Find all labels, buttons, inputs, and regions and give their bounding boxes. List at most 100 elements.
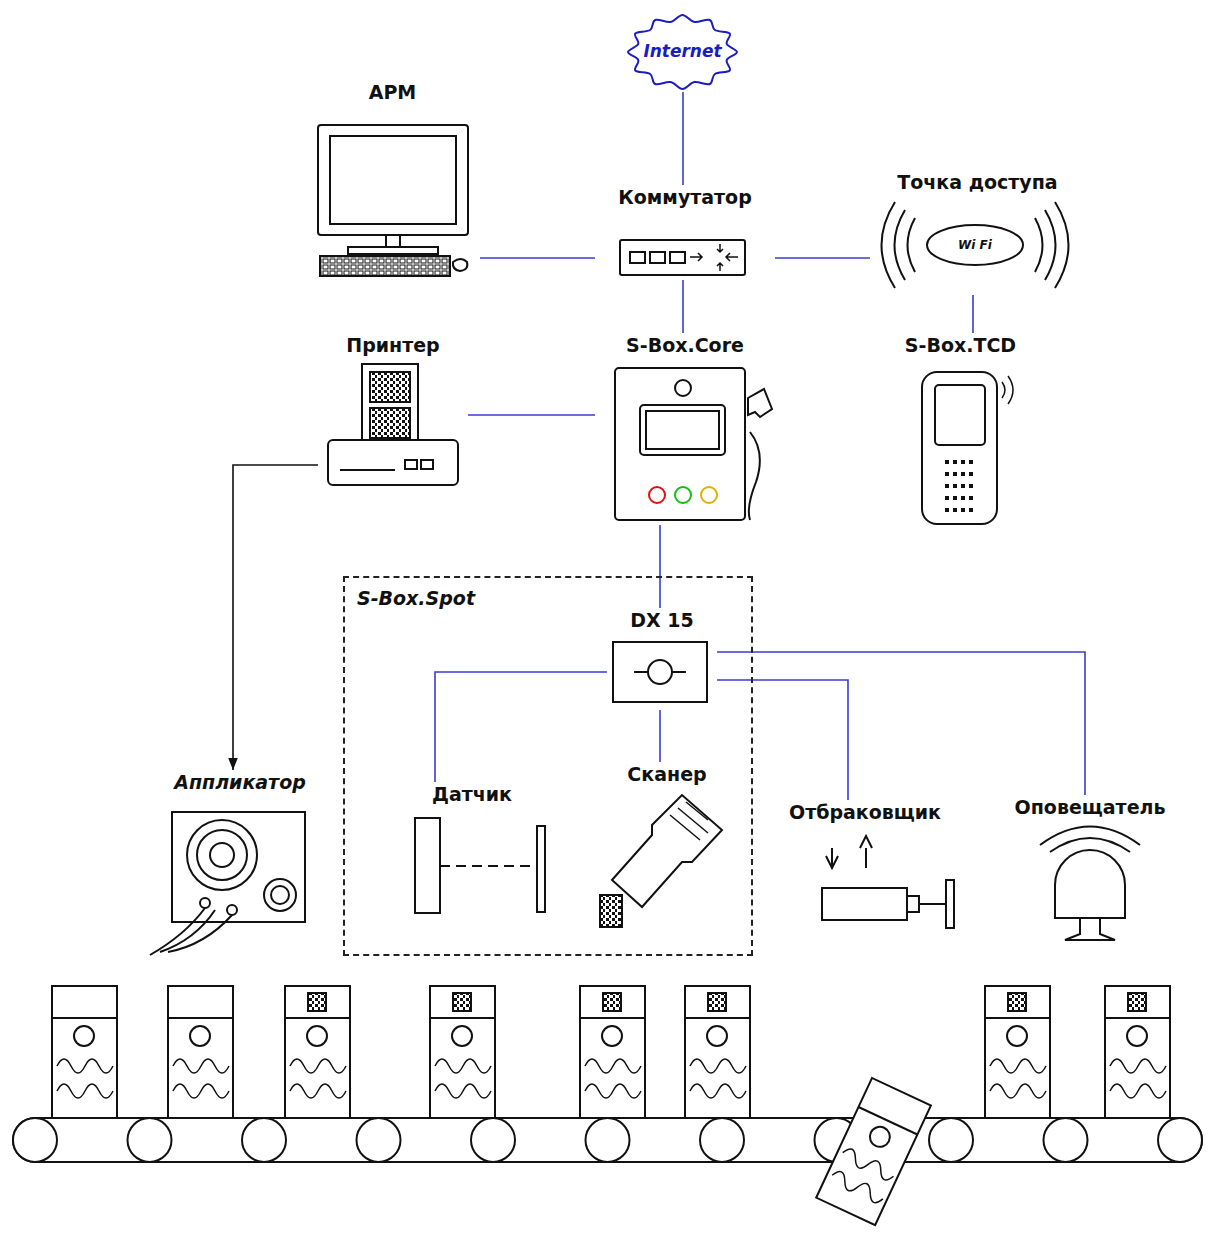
access-point-icon — [882, 202, 1069, 288]
product — [52, 986, 1170, 1225]
applicator-icon — [210, 843, 234, 867]
controller-cabinet-icon — [675, 487, 691, 503]
workstation-icon — [320, 256, 450, 276]
product — [990, 1059, 1046, 1098]
product — [435, 1059, 491, 1098]
connector — [972, 295, 974, 333]
device-label: Точка доступа — [897, 170, 1057, 194]
device-label: DX 15 — [630, 608, 693, 632]
printer-icon — [421, 460, 433, 469]
access-point-icon — [882, 202, 1069, 288]
io-module-icon — [648, 660, 672, 684]
signal-alarm: Оповещатель — [990, 795, 1190, 930]
product — [1105, 1017, 1170, 1019]
terminal-icon — [935, 385, 985, 445]
access-point-icon — [927, 225, 1023, 265]
device-label: S-Box.Spot — [357, 586, 475, 610]
connector — [682, 280, 684, 333]
applicator-icon — [150, 908, 232, 955]
rejector-icon — [946, 880, 954, 928]
product — [1128, 993, 1146, 1011]
controller-cabinet-icon — [749, 432, 760, 520]
product — [1105, 986, 1170, 1118]
applicator-icon — [197, 830, 247, 880]
rejector-icon — [826, 836, 872, 868]
conveyor-roller — [471, 1118, 515, 1162]
product — [168, 986, 233, 1118]
network-switch: Коммутатор — [595, 185, 775, 280]
device-label: S-Box.Core — [626, 333, 744, 357]
controller-cabinet-icon — [615, 368, 745, 520]
product — [985, 986, 1050, 1118]
scanner-icon — [670, 802, 708, 840]
product — [580, 1017, 645, 1019]
device-label: АРМ — [369, 80, 417, 104]
workstation-icon — [318, 125, 468, 235]
sensor-icon — [415, 818, 545, 913]
handheld-terminal: S-Box.TCD — [893, 333, 1028, 530]
controller-cabinet-icon — [675, 380, 691, 396]
product — [168, 986, 233, 1118]
product — [708, 993, 726, 1011]
product — [52, 986, 117, 1118]
product — [1127, 1026, 1147, 1046]
terminal-icon — [922, 372, 1013, 524]
product — [173, 1059, 229, 1098]
device-label: Internet — [643, 39, 721, 63]
product — [985, 1017, 1050, 1019]
product — [1007, 1026, 1027, 1046]
product — [685, 986, 750, 1118]
product — [1110, 1059, 1166, 1098]
connector — [659, 710, 661, 762]
product — [308, 993, 326, 1011]
product — [52, 1017, 117, 1019]
alarm-icon — [1055, 850, 1125, 918]
alarm-icon — [1065, 918, 1115, 940]
sensor-icon — [537, 826, 545, 912]
applicator-icon — [200, 898, 210, 908]
product — [685, 1017, 750, 1019]
device-label: Оповещатель — [1015, 795, 1166, 819]
connector — [659, 525, 661, 608]
rejected-product — [867, 1124, 894, 1151]
io-module: DX 15 — [607, 608, 717, 710]
switch-icon — [620, 240, 745, 275]
io-module-icon — [613, 642, 707, 702]
device-label: Датчик — [432, 782, 512, 806]
printer-icon — [405, 460, 417, 469]
conveyor-roller — [1044, 1118, 1088, 1162]
device-label: Сканер — [627, 762, 706, 786]
access-point: Точка доступаWi Fi — [870, 170, 1085, 295]
device-label: S-Box.TCD — [905, 333, 1016, 357]
connector — [435, 672, 607, 782]
applicator-icon — [227, 905, 237, 915]
alarm-icon — [1040, 827, 1140, 853]
workstation: АРМ — [305, 80, 480, 280]
controller-cabinet-icon — [701, 487, 717, 503]
printer-icon — [362, 364, 418, 444]
applicator-icon — [264, 879, 296, 911]
product — [685, 986, 750, 1118]
device-label: Коммутатор — [618, 185, 752, 209]
connector — [468, 414, 595, 416]
printer-icon — [370, 408, 410, 438]
product — [580, 986, 645, 1118]
product — [603, 993, 621, 1011]
rejector-icon — [919, 903, 946, 905]
product — [690, 1059, 746, 1098]
product — [285, 986, 350, 1118]
workstation-icon — [348, 247, 438, 254]
rejector: Отбраковщик — [760, 800, 970, 925]
applicator-icon — [187, 820, 257, 890]
switch-icon — [630, 252, 645, 263]
product — [285, 1017, 350, 1019]
product — [985, 986, 1050, 1118]
scanner-icon — [600, 795, 722, 927]
product — [453, 993, 471, 1011]
rejector-icon — [822, 888, 907, 920]
product — [57, 1059, 113, 1098]
connector — [233, 465, 318, 770]
product — [580, 986, 645, 1118]
product — [602, 1026, 622, 1046]
product — [285, 986, 350, 1118]
